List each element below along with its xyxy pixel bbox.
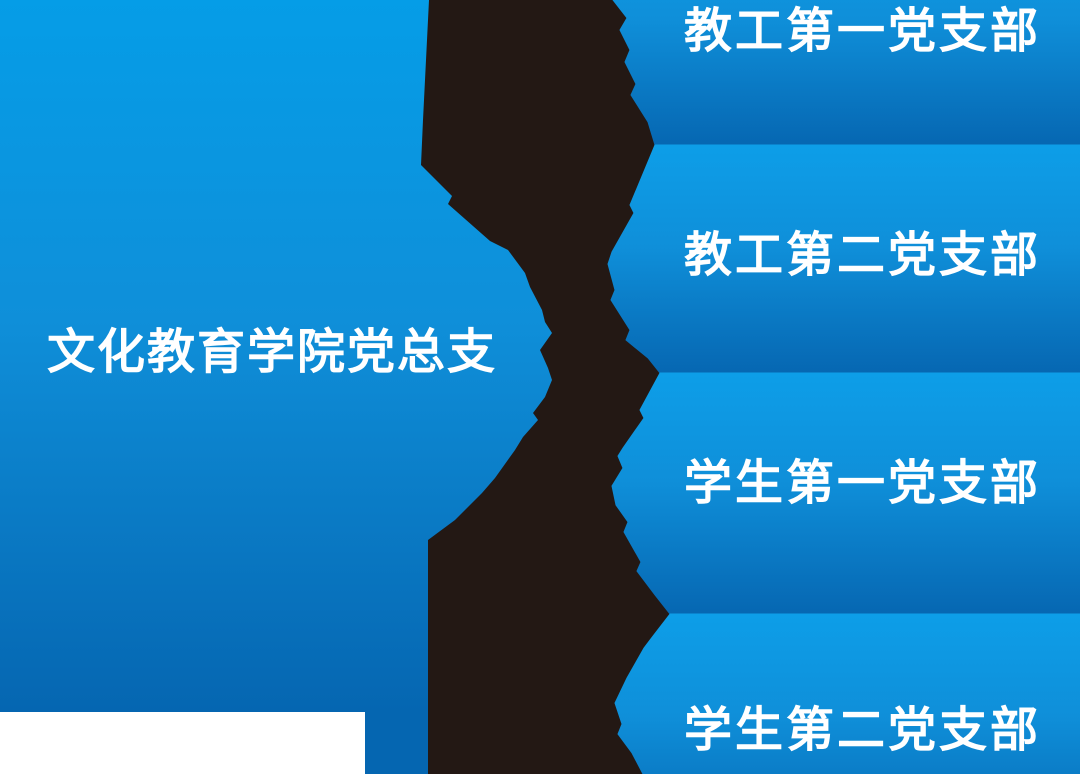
branch-label-3: 学生第一党支部 xyxy=(683,457,1041,510)
branch-label-1: 教工第一党支部 xyxy=(683,5,1041,58)
branch-label-2: 教工第二党支部 xyxy=(683,229,1041,282)
branch-label-4: 学生第二党支部 xyxy=(683,704,1041,757)
branch-box-shape-1 xyxy=(612,0,1080,146)
branch-box-shape-4 xyxy=(614,613,1080,774)
root-box-shape xyxy=(0,0,552,774)
root-label: 文化教育学院党总支 xyxy=(46,326,497,379)
